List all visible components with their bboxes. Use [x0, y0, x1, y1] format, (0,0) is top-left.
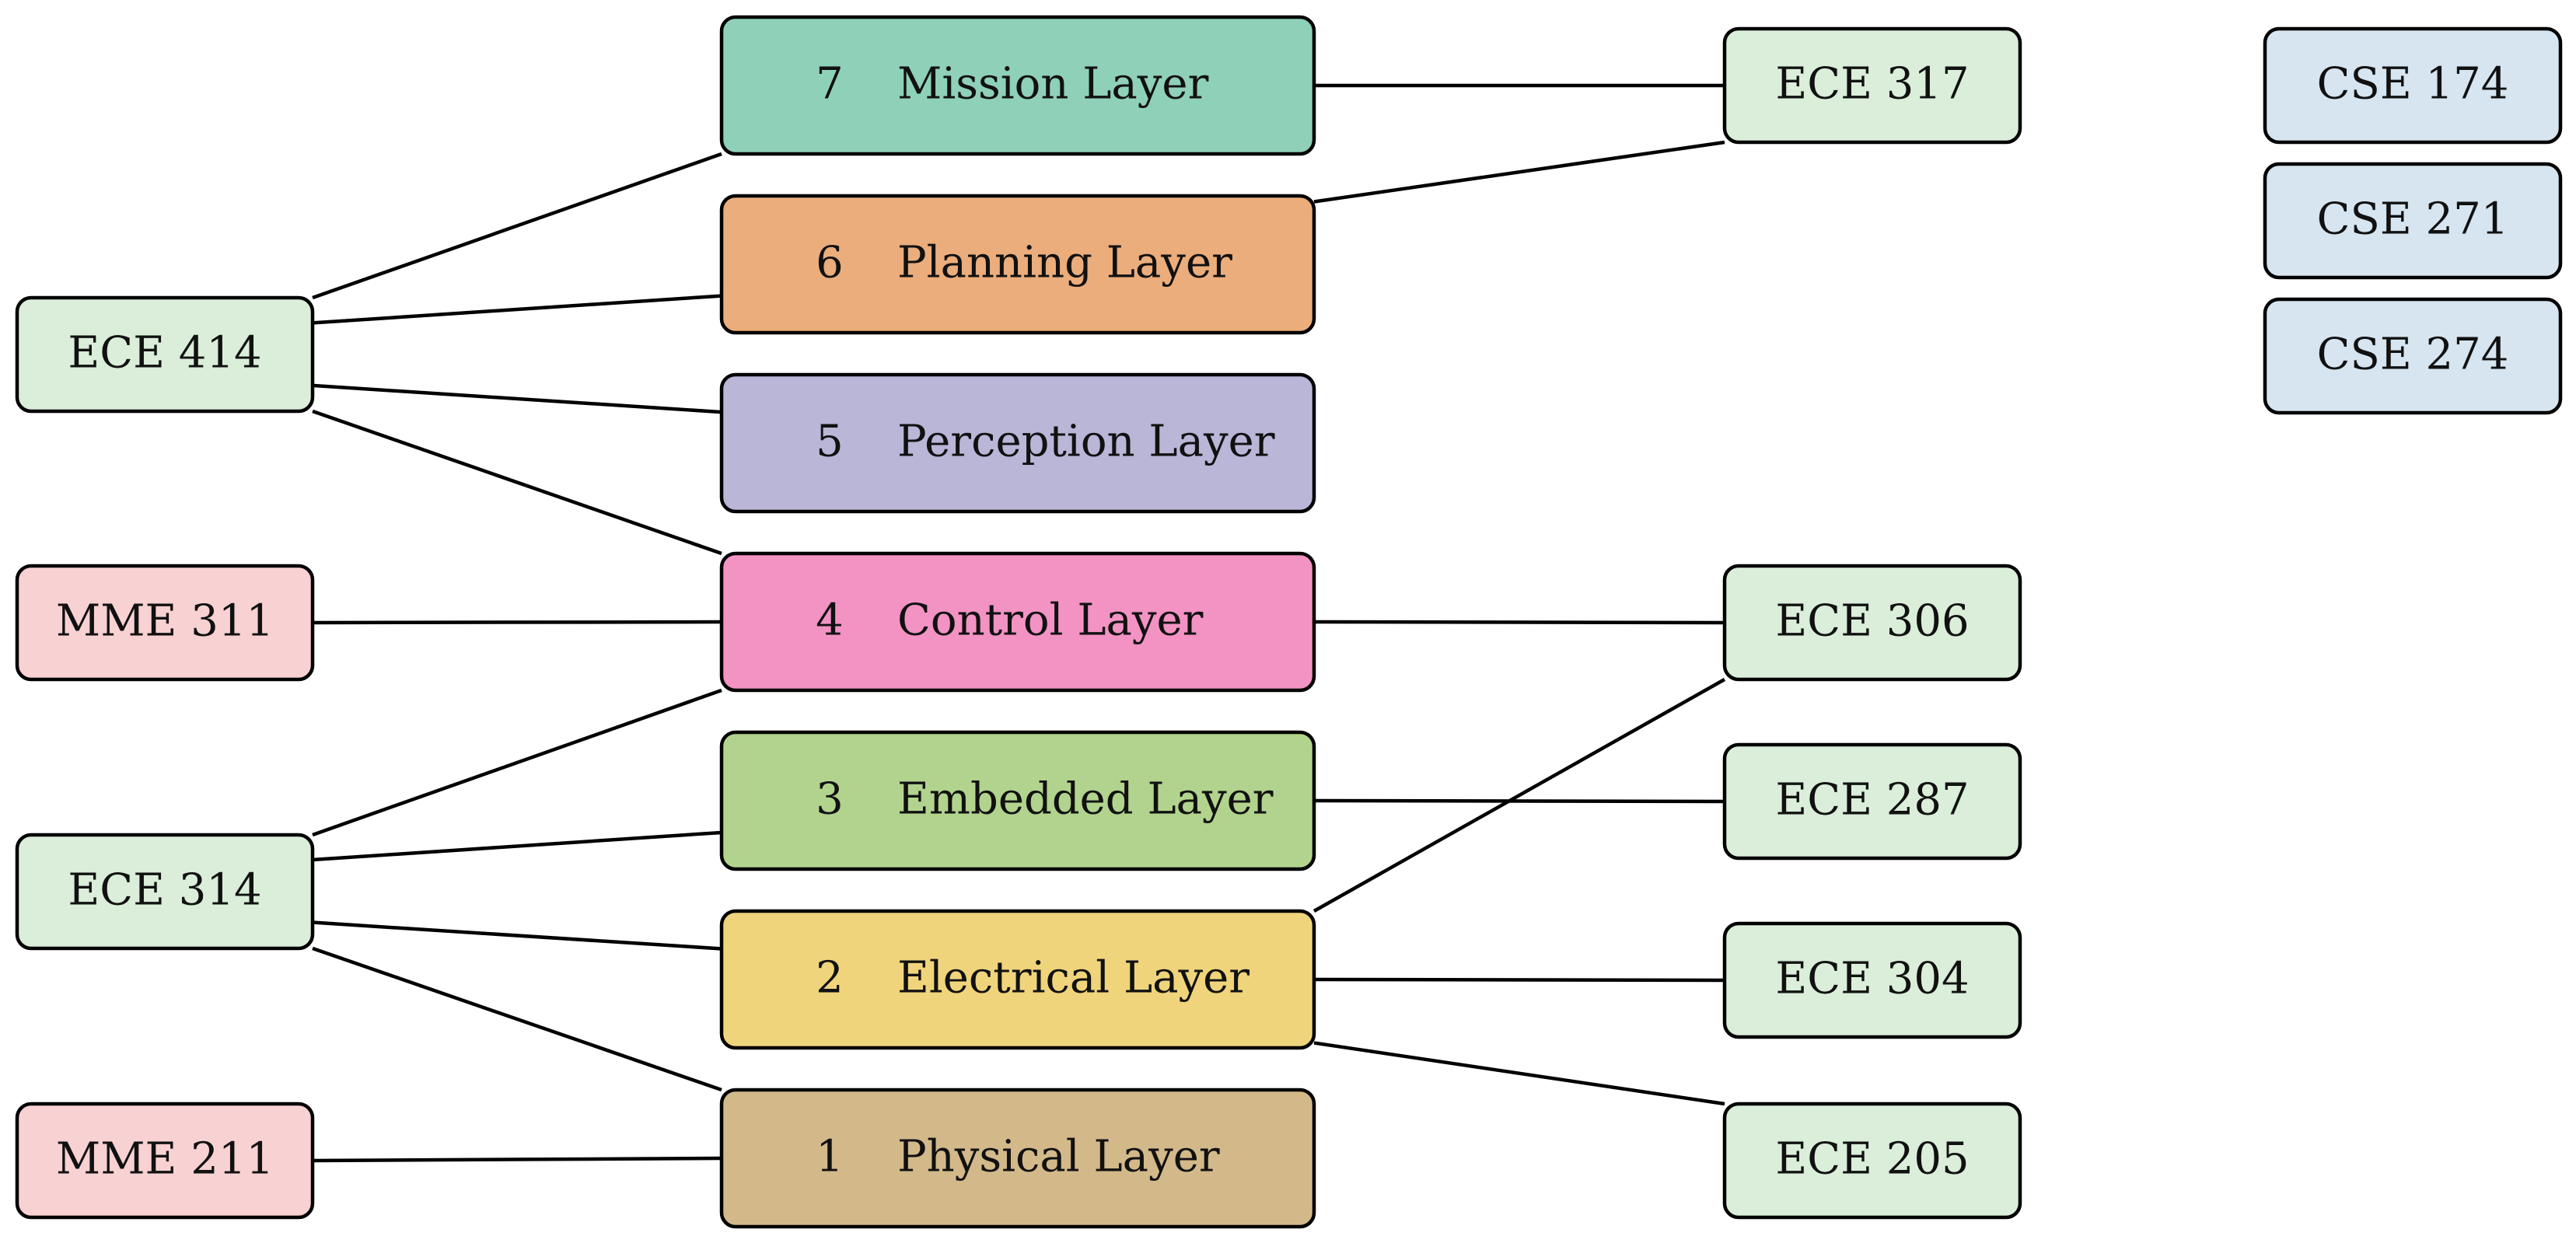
layer-label: Control Layer [897, 595, 1204, 646]
layer-number: 7 [816, 59, 844, 110]
edge-mme-311-to-layer-4 [312, 620, 722, 625]
node-box [1722, 921, 2022, 1039]
course-label: CSE 274 [2317, 330, 2509, 380]
layer-1-box: 1 Physical Layer [719, 1088, 1316, 1229]
ece-205-box: ECE 205 [1722, 1102, 2022, 1220]
edge-mme-211-to-layer-1 [312, 1156, 722, 1163]
cse-174-box: CSE 174 [2263, 26, 2563, 145]
node-box [15, 833, 315, 951]
layer-7-box: 7 Mission Layer [719, 15, 1316, 156]
edge-ece-314-to-layer-3 [312, 830, 722, 862]
node-box [1722, 742, 2022, 861]
mme-211-box: MME 211 [15, 1102, 315, 1220]
node-box [719, 15, 1316, 156]
cse-271-box: CSE 271 [2263, 162, 2563, 280]
edge-layer-2-to-ece-304 [1313, 977, 1725, 983]
layer-number: 5 [816, 417, 844, 467]
edge-ece-414-to-layer-6 [312, 294, 722, 325]
layer-number: 2 [816, 953, 844, 1004]
edge-layer-2-to-ece-205 [1313, 1041, 1725, 1106]
edge-ece-314-to-layer-4 [312, 688, 722, 837]
layer-3-box: 3 Embedded Layer [719, 730, 1316, 871]
layer-label: Physical Layer [897, 1132, 1220, 1182]
ece-317-box: ECE 317 [1722, 26, 2022, 145]
node-box [719, 194, 1316, 335]
node-box [2263, 26, 2563, 145]
connector-lines [312, 83, 1726, 1163]
cse-274-box: CSE 274 [2263, 297, 2563, 415]
node-box [719, 551, 1316, 693]
course-label: ECE 304 [1775, 954, 1969, 1004]
node-box [719, 909, 1316, 1050]
course-label: ECE 414 [68, 328, 261, 379]
node-box [2263, 297, 2563, 415]
edge-layer-6-to-ece-317 [1313, 140, 1725, 204]
edge-ece-314-to-layer-2 [312, 920, 722, 951]
layer-number: 4 [816, 595, 844, 646]
edge-layer-4-to-ece-306 [1313, 620, 1725, 625]
ece-306-box: ECE 306 [1722, 564, 2022, 682]
course-label: ECE 205 [1775, 1134, 1969, 1185]
node-box [719, 730, 1316, 871]
layer-label: Electrical Layer [897, 953, 1250, 1004]
node-box [719, 1088, 1316, 1229]
course-label: ECE 317 [1775, 59, 1969, 110]
node-box [1722, 26, 2022, 145]
edge-ece-414-to-layer-5 [312, 383, 722, 414]
course-label: ECE 314 [68, 865, 261, 916]
layer-number: 3 [816, 774, 844, 825]
ece-414-box: ECE 414 [15, 295, 315, 414]
layer-number: 1 [816, 1132, 844, 1182]
edge-ece-414-to-layer-4 [312, 409, 722, 556]
ece-287-box: ECE 287 [1722, 742, 2022, 861]
node-box [719, 372, 1316, 514]
edge-ece-314-to-layer-1 [312, 946, 722, 1092]
node-box [15, 295, 315, 414]
ece-314-box: ECE 314 [15, 833, 315, 951]
course-label: CSE 271 [2317, 194, 2509, 245]
layer-label: Mission Layer [897, 59, 1209, 110]
node-box [1722, 564, 2022, 682]
diagram-nodes: 7 Mission Layer 6 Planning Layer 5 Perception… [15, 15, 2563, 1229]
layer-label: Embedded Layer [897, 774, 1274, 825]
course-label: ECE 287 [1775, 775, 1969, 826]
node-box [15, 1102, 315, 1220]
layer-4-box: 4 Control Layer [719, 551, 1316, 693]
edge-ece-414-to-layer-7 [312, 152, 722, 300]
layer-number: 6 [816, 238, 844, 288]
node-box [15, 564, 315, 682]
course-label: MME 311 [56, 596, 274, 647]
layer-label: Planning Layer [897, 238, 1232, 288]
layer-2-box: 2 Electrical Layer [719, 909, 1316, 1050]
layer-label: Perception Layer [897, 417, 1275, 467]
edge-layer-2-to-ece-306 [1312, 678, 1726, 913]
ece-304-box: ECE 304 [1722, 921, 2022, 1039]
node-box [2263, 162, 2563, 280]
mme-311-box: MME 311 [15, 564, 315, 682]
node-box [1722, 1102, 2022, 1220]
layer-6-box: 6 Planning Layer [719, 194, 1316, 335]
course-label: ECE 306 [1775, 596, 1969, 647]
layer-5-box: 5 Perception Layer [719, 372, 1316, 514]
course-label: CSE 174 [2317, 59, 2509, 110]
course-label: MME 211 [56, 1134, 274, 1185]
